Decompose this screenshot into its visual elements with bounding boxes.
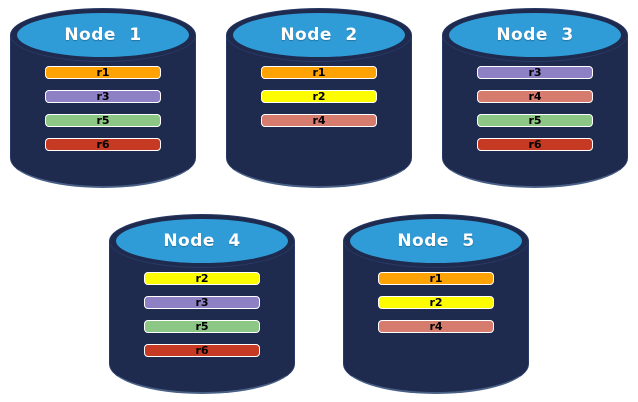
replica-bar: r5	[477, 114, 593, 127]
cylinder-top-ellipse: Node 4	[116, 219, 288, 263]
database-node: Node 1 r1 r3 r5 r6	[10, 8, 196, 188]
replica-list: r2 r3 r5 r6	[144, 272, 260, 368]
replica-bar: r4	[378, 320, 494, 333]
replica-bar: r1	[261, 66, 377, 79]
cylinder-top-ellipse: Node 3	[449, 13, 621, 57]
replica-bar: r5	[45, 114, 161, 127]
replica-bar: r4	[477, 90, 593, 103]
node-title: Node 5	[397, 231, 475, 251]
database-node: Node 5 r1 r2 r4	[343, 214, 529, 394]
cylinder-top-ellipse: Node 2	[233, 13, 405, 57]
replica-bar: r2	[378, 296, 494, 309]
replica-bar: r6	[477, 138, 593, 151]
database-node: Node 4 r2 r3 r5 r6	[109, 214, 295, 394]
replica-bar: r3	[477, 66, 593, 79]
replica-list: r3 r4 r5 r6	[477, 66, 593, 162]
cylinder-top-ellipse: Node 5	[350, 219, 522, 263]
replica-bar: r6	[144, 344, 260, 357]
node-row: Node 4 r2 r3 r5 r6 Node 5 r1 r2 r4	[0, 214, 638, 394]
replica-bar: r3	[144, 296, 260, 309]
replica-list: r1 r3 r5 r6	[45, 66, 161, 162]
database-node: Node 3 r3 r4 r5 r6	[442, 8, 628, 188]
replica-list: r1 r2 r4	[261, 66, 377, 138]
replica-bar: r1	[378, 272, 494, 285]
replica-bar: r1	[45, 66, 161, 79]
replica-bar: r6	[45, 138, 161, 151]
replica-bar: r3	[45, 90, 161, 103]
database-node: Node 2 r1 r2 r4	[226, 8, 412, 188]
node-title: Node 1	[64, 25, 142, 45]
replica-bar: r4	[261, 114, 377, 127]
replica-list: r1 r2 r4	[378, 272, 494, 344]
node-title: Node 2	[280, 25, 358, 45]
node-title: Node 3	[496, 25, 574, 45]
cylinder-top-ellipse: Node 1	[17, 13, 189, 57]
replica-bar: r2	[261, 90, 377, 103]
replica-bar: r5	[144, 320, 260, 333]
replica-bar: r2	[144, 272, 260, 285]
node-title: Node 4	[163, 231, 241, 251]
